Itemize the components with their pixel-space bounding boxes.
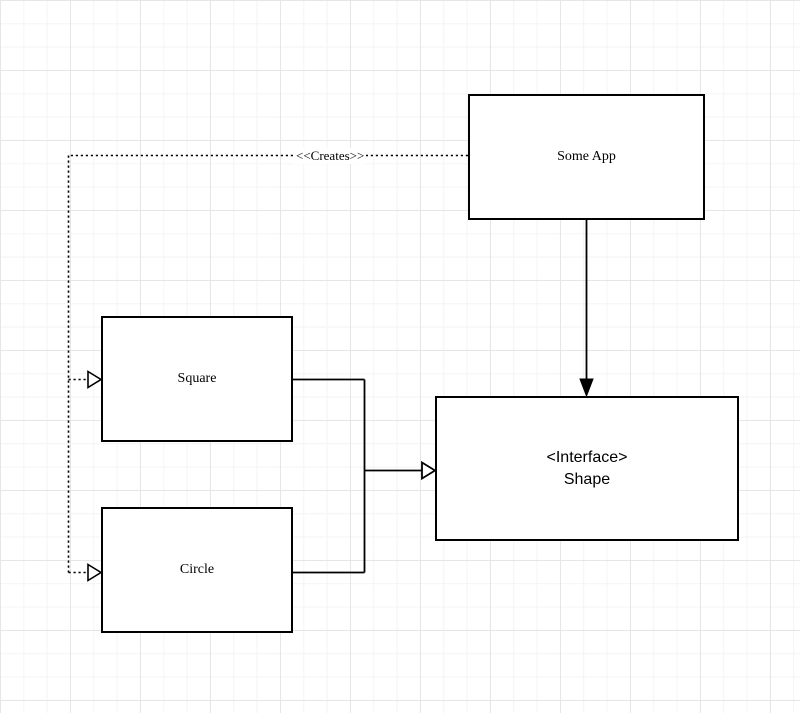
- node-square[interactable]: Square: [101, 316, 293, 442]
- creates-circle-arrowhead-icon: [87, 563, 103, 582]
- node-some-app-label: Some App: [557, 148, 616, 164]
- node-some-app[interactable]: Some App: [468, 94, 705, 220]
- edge-app-uses-shape: [579, 220, 594, 398]
- edge-label-creates-text: <<Creates>>: [296, 148, 365, 163]
- creates-square-arrowhead-icon: [87, 370, 103, 389]
- node-circle[interactable]: Circle: [101, 507, 293, 633]
- edge-realization-tree: [293, 378, 437, 574]
- edge-creates-dotted-route: [67, 154, 468, 582]
- shape-realization-arrowhead-icon: [421, 460, 437, 481]
- node-square-label: Square: [177, 370, 217, 386]
- node-shape-interface[interactable]: <Interface> Shape: [435, 396, 739, 541]
- node-circle-label: Circle: [179, 561, 215, 577]
- node-shape-label: <Interface> Shape: [546, 448, 628, 488]
- app-shape-arrowhead-icon: [579, 378, 594, 398]
- edge-label-creates: <<Creates>>: [294, 148, 367, 164]
